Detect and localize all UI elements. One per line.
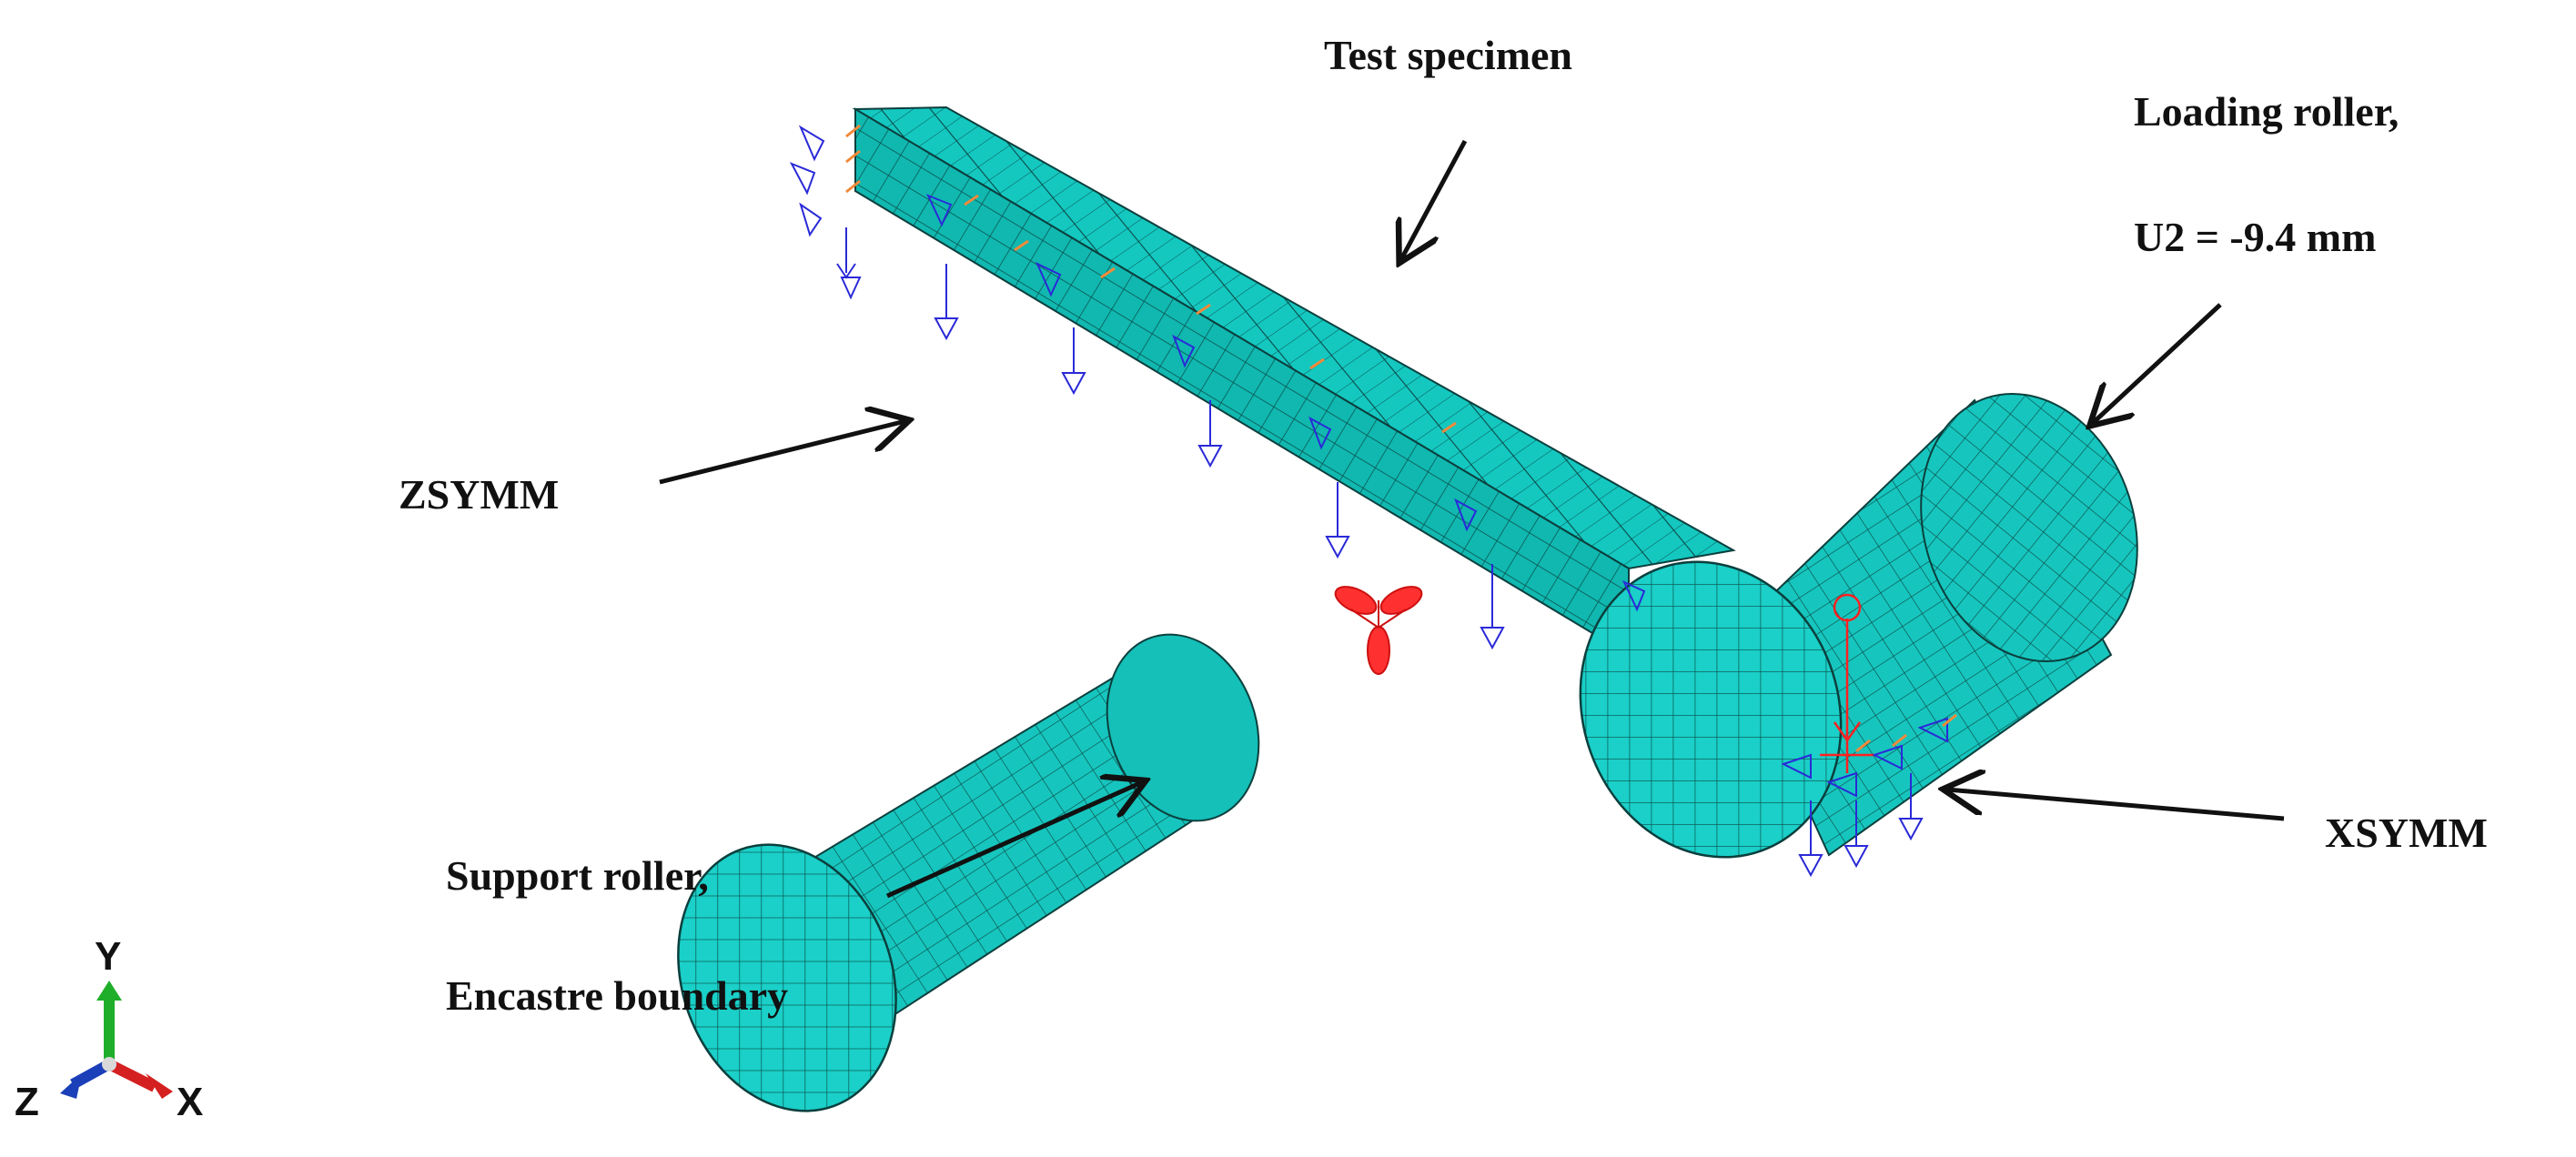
coordinate-triad	[60, 981, 173, 1099]
encastre-symbol	[1334, 586, 1423, 675]
arrow-support-roller	[885, 782, 1142, 899]
support-roller	[677, 633, 1260, 1112]
pointer-arrows	[659, 139, 2285, 899]
label-loading-roller-line2: U2 = -9.4 mm	[2134, 214, 2377, 260]
triad-label-z: Z	[15, 1080, 39, 1124]
test-specimen-beam	[852, 106, 1736, 657]
triad-label-y: Y	[95, 934, 122, 979]
zsymm-bc-symbols	[789, 125, 1646, 650]
label-zsymm: ZSYMM	[399, 471, 560, 518]
arrow-loading-roller	[2093, 303, 2222, 423]
zsymm-bc-orange-marks	[845, 124, 1457, 434]
triad-x-axis	[106, 1059, 157, 1092]
arrow-xsymm	[1947, 790, 2285, 821]
label-loading-roller-line1: Loading roller,	[2134, 88, 2399, 135]
xsymm-bc-symbols	[1781, 717, 1948, 878]
arrow-test-specimen	[1401, 139, 1468, 259]
label-test-specimen: Test specimen	[1324, 32, 1573, 78]
label-support-roller-line1: Support roller,	[446, 852, 709, 899]
load-symbol	[1820, 593, 1874, 773]
arrow-zsymm	[659, 421, 905, 485]
loading-roller	[1579, 392, 2138, 859]
xsymm-bc-orange-marks	[1855, 713, 1957, 753]
label-xsymm: XSYMM	[2325, 810, 2488, 856]
label-support-roller-line2: Encastre boundary	[446, 972, 789, 1019]
triad-label-x: X	[177, 1080, 204, 1124]
